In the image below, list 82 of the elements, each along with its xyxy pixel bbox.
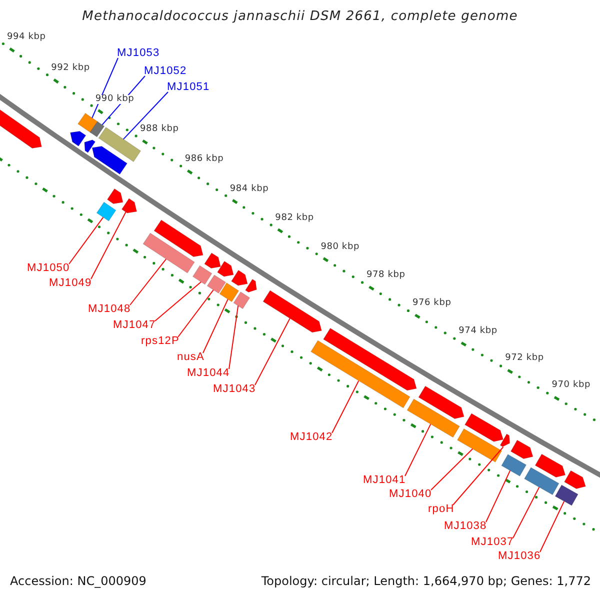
gene-bar [310, 340, 410, 408]
scale-label: 990 kbp [95, 94, 134, 104]
gene-bar [206, 274, 226, 294]
gene-bar [90, 121, 105, 138]
gene-bar [77, 112, 99, 134]
gene-label: MJ1038 [444, 521, 487, 532]
scale-label: 986 kbp [184, 154, 224, 164]
leader-line [68, 216, 104, 264]
gene-bar [501, 454, 527, 476]
gene-label: MJ1050 [27, 263, 70, 274]
scale-label: 976 kbp [412, 299, 452, 308]
scale-label: 974 kbp [458, 327, 498, 336]
scale-label: 982 kbp [275, 214, 314, 223]
scale-label: 984 kbp [230, 184, 269, 194]
gene-label: MJ1042 [290, 432, 333, 443]
leader-line [430, 448, 474, 490]
footer-text: Topology: circular; Length: 1,664,970 bp; Genes: 1,772 [261, 575, 591, 588]
scale-label: 980 kbp [320, 242, 360, 252]
gene-block [106, 188, 124, 204]
gene-bar [98, 126, 142, 162]
gene-bar [233, 291, 250, 310]
gene-block [230, 270, 248, 286]
gene-bar [96, 202, 116, 222]
diagram-title: Methanocaldococcus jannaschii DSM 2661, complete genome [82, 9, 518, 24]
gene-block [204, 252, 221, 269]
footer-text: Accession: NC_000909 [10, 575, 146, 588]
leader-line [154, 281, 202, 322]
gene-bar [456, 428, 502, 463]
gene-label: nusA [177, 352, 204, 363]
leader-line [486, 470, 511, 522]
gene-bar [406, 398, 460, 438]
leader-line [254, 318, 290, 386]
gene-block [464, 413, 504, 442]
gene-block [121, 198, 138, 214]
scale-label: 992 kbp [51, 64, 90, 74]
scale-label: 978 kbp [366, 271, 406, 280]
gene-label: MJ1043 [213, 384, 256, 395]
gene-label: MJ1044 [187, 368, 230, 379]
leader-line [92, 58, 118, 118]
gene-block [154, 220, 204, 258]
gene-bar [554, 484, 578, 506]
gene-bar [142, 232, 195, 274]
gene-bar [219, 282, 240, 302]
gene-block [244, 278, 257, 293]
gene-bar [192, 265, 212, 285]
gene-label: rpoH [428, 504, 454, 515]
leader-line [178, 289, 214, 338]
gene-label: MJ1049 [49, 278, 92, 289]
leader-line [332, 380, 360, 434]
leader-line [202, 298, 228, 354]
leader-line [122, 92, 168, 140]
leader-line [130, 258, 167, 306]
gene-label: MJ1036 [498, 551, 541, 562]
leader-line [512, 486, 540, 538]
gene-label: MJ1051 [167, 82, 210, 93]
gene-block [500, 434, 510, 448]
gene-label: MJ1037 [471, 537, 514, 548]
gene-label: MJ1052 [144, 66, 187, 77]
gene-block [510, 440, 534, 460]
gene-label: MJ1040 [389, 489, 432, 500]
gene-block [70, 130, 86, 147]
leader-line [404, 424, 432, 476]
gene-block [418, 386, 464, 420]
gene-label: rps12P [141, 336, 180, 347]
gene-label: MJ1041 [363, 475, 406, 486]
scale-label: 994 kbp [7, 33, 46, 42]
leader-line [90, 212, 126, 280]
gene-block [564, 470, 586, 490]
gene-label: MJ1047 [113, 320, 156, 331]
gene-block [322, 328, 417, 391]
scale-label: 970 kbp [552, 381, 591, 390]
gene-label: MJ1048 [88, 304, 131, 315]
gene-block [534, 454, 566, 478]
scale-label: 988 kbp [140, 125, 179, 134]
gene-bar [524, 467, 560, 496]
gene-block [84, 140, 96, 154]
scale-label: 972 kbp [505, 354, 544, 364]
gene-block [92, 146, 128, 175]
gene-block [262, 290, 322, 333]
gene-block [216, 260, 234, 277]
gene-label: MJ1053 [117, 48, 160, 59]
leader-line [228, 305, 239, 370]
